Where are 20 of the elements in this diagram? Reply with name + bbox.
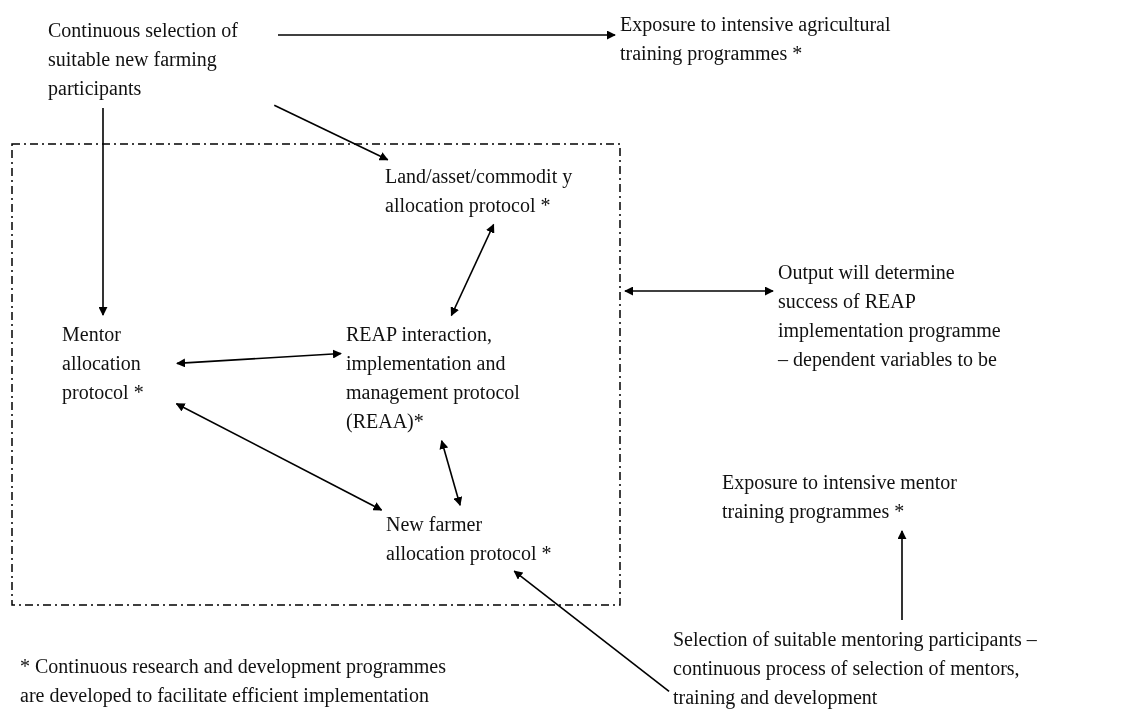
node-label: Continuous selection of suitable new farming participants (48, 18, 239, 102)
node-label: Output will determine success of REAP implementation programme – dependent variables to be (778, 260, 1002, 373)
double-arrow (439, 439, 463, 507)
arrow (277, 30, 616, 40)
arrow (98, 107, 108, 316)
node-label: Selection of suitable mentoring participants – continuous process of selection of mentors, training and development (673, 627, 1038, 711)
double-arrow (175, 402, 383, 511)
arrow (273, 104, 389, 161)
double-arrow (450, 223, 495, 317)
node-label: Land/asset/commodit y allocation protocol * (385, 164, 574, 219)
double-arrow (624, 286, 774, 296)
node-label: Exposure to intensive agricultural training programmes * (620, 12, 892, 67)
arrow (897, 530, 907, 621)
double-arrow (176, 349, 342, 368)
node-label: New farmer allocation protocol * (386, 512, 553, 567)
arrow (513, 570, 670, 693)
footnote: * Continuous research and development programmes are developed to facilitate efficient implementation (20, 654, 447, 709)
node-label: Mentor allocation protocol * (62, 322, 145, 406)
node-label: Exposure to intensive mentor training programmes * (722, 470, 958, 525)
node-label: REAP interaction, implementation and management protocol (REAA)* (346, 322, 521, 435)
